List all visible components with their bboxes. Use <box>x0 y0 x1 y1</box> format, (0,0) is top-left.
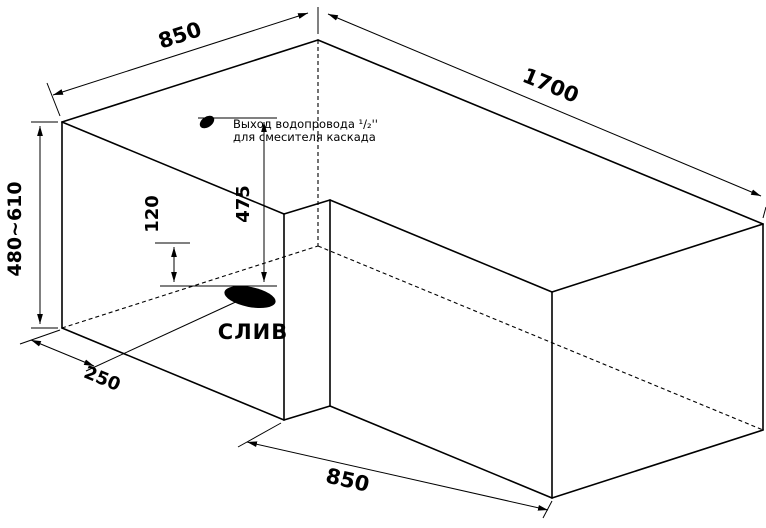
tub-top-right-end-edge <box>551 223 764 293</box>
dim-line <box>246 441 549 511</box>
drain-hole <box>224 286 276 308</box>
dim-250-value: 250 <box>81 362 124 396</box>
dimension-drain-offset: 250 <box>19 299 241 396</box>
ext-line <box>46 82 61 117</box>
tub-front-top-narrow-edge <box>329 199 553 293</box>
dim-width-top-value: 850 <box>155 17 204 53</box>
dimension-section-bottom: 850 <box>237 422 553 519</box>
drain-label: СЛИВ <box>218 320 288 344</box>
hidden-left-bottom-edge <box>61 245 319 329</box>
dimension-width-top: 850 <box>46 7 319 117</box>
tub-step-top-edge <box>283 199 331 215</box>
drain-group: СЛИВ <box>218 286 288 344</box>
tub-visible-edges <box>61 39 764 499</box>
dimension-length-total: 1700 <box>327 13 766 219</box>
dim-height-range-value: 480~610 <box>4 181 26 276</box>
drain-leader-line <box>85 299 241 372</box>
tub-top-left-edge <box>61 39 319 123</box>
ext-line <box>237 422 282 448</box>
ext-line <box>19 329 61 345</box>
dim-line <box>30 339 95 367</box>
dim-line <box>327 13 762 197</box>
tub-front-top-wide-edge <box>61 121 285 215</box>
dimension-120: 120 <box>142 195 190 282</box>
hidden-back-bottom-edge <box>317 245 764 431</box>
tub-step-bottom-edge <box>283 405 331 421</box>
tub-right-bottom-edge <box>551 429 764 499</box>
dim-line <box>52 12 309 96</box>
outlet-note-line2: для смесителя каскада <box>233 130 376 144</box>
water-outlet-hole <box>199 115 215 129</box>
dimension-height-range: 480~610 <box>4 121 58 329</box>
dim-475-value: 475 <box>233 185 254 223</box>
dim-120-value: 120 <box>142 195 163 233</box>
outlet-note-line1: Выход водопровода ¹/₂'' <box>233 117 378 131</box>
dimension-outlet-to-drain: 475 <box>160 117 277 287</box>
tub-hidden-edges <box>61 40 764 431</box>
tub-front-bottom-wide-edge <box>61 327 285 421</box>
dim-length-total-value: 1700 <box>519 63 582 107</box>
